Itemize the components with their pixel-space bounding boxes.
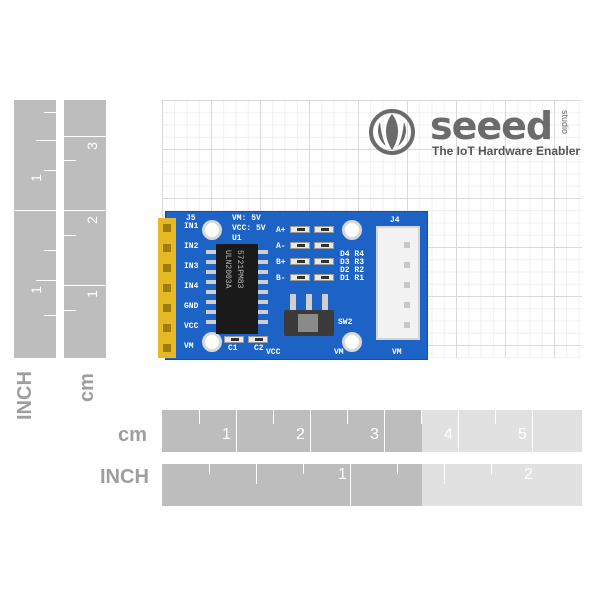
uln2003a-chip [216,244,258,334]
chip-code: 5721PM83 [235,250,244,289]
phase-label-a-plus: A+ [276,226,286,235]
phase-label-b-plus: B+ [276,258,286,267]
mounting-hole [342,220,362,240]
pin-label-vm: VM [184,342,194,351]
pin-label-vcc: VCC [184,322,199,331]
led-label-d2-r2: D2 R2 [340,266,365,275]
led-label-d1-r1: D1 R1 [340,274,365,283]
slide-switch-sw2[interactable] [284,310,334,336]
silk-vm-spec: VM: 5V [232,214,261,223]
horizontal-cm-label: 1 [222,426,231,443]
logo-wordmark: seeed [430,104,553,148]
vertical-cm-label: 3 [83,142,100,150]
pin-label-gnd: GND [184,302,199,311]
mounting-hole [342,332,362,352]
vertical-inch-label: 1 [27,286,44,294]
vertical-inch-label: 1 [27,174,44,182]
pin-label-in3: IN3 [184,262,199,271]
silk-sw2: SW2 [338,318,353,327]
silk-c2: C2 [254,344,264,353]
seeed-flame-icon [369,109,415,155]
led-label-d3-r3: D3 R3 [340,258,365,267]
pin-label-in2: IN2 [184,242,199,251]
vertical-inch-unit: INCH [14,371,36,420]
vertical-cm-label: 1 [83,290,100,298]
silk-vm-bottom: VM [334,348,344,357]
led-label-d4-r4: D4 R4 [340,250,365,259]
connector-j4 [376,226,420,340]
vertical-cm-unit: cm [76,373,98,402]
ruler-fade-overlay [422,410,584,452]
pin-label-in4: IN4 [184,282,199,291]
pin-header-j5 [158,218,176,358]
vertical-cm-ruler: 3 2 1 [64,100,106,358]
logo-studio: studio [560,110,570,135]
silk-j4: J4 [390,216,400,225]
silk-u1: U1 [232,234,242,243]
horizontal-inch-unit: INCH [100,466,149,488]
horizontal-cm-label: 2 [296,426,305,443]
chip-marking: ULN2003A [223,250,232,289]
vertical-inch-ruler: 1 1 [14,100,56,358]
horizontal-cm-label: 3 [370,426,379,443]
logo-tagline: The IoT Hardware Enabler [432,144,581,158]
silk-vcc-spec: VCC: 5V [232,224,266,233]
stepper-driver-board: J5 VM: 5V VCC: 5V U1 J4 IN1 IN2 IN3 IN4 … [158,211,428,360]
horizontal-cm-unit: cm [118,424,147,446]
silk-j5: J5 [186,214,196,223]
pin-label-in1: IN1 [184,222,199,231]
ruler-fade-overlay [422,464,584,506]
silk-c1: C1 [228,344,238,353]
phase-label-b-minus: B- [276,274,286,283]
mounting-hole [202,332,222,352]
horizontal-inch-label: 1 [338,466,347,483]
seeed-logo: seeed studio The IoT Hardware Enabler [368,104,588,160]
mounting-hole [202,220,222,240]
vertical-cm-label: 2 [83,216,100,224]
phase-label-a-minus: A- [276,242,286,251]
silk-vm-connector: VM [392,348,402,357]
silk-vcc-bottom: VCC [266,348,281,357]
